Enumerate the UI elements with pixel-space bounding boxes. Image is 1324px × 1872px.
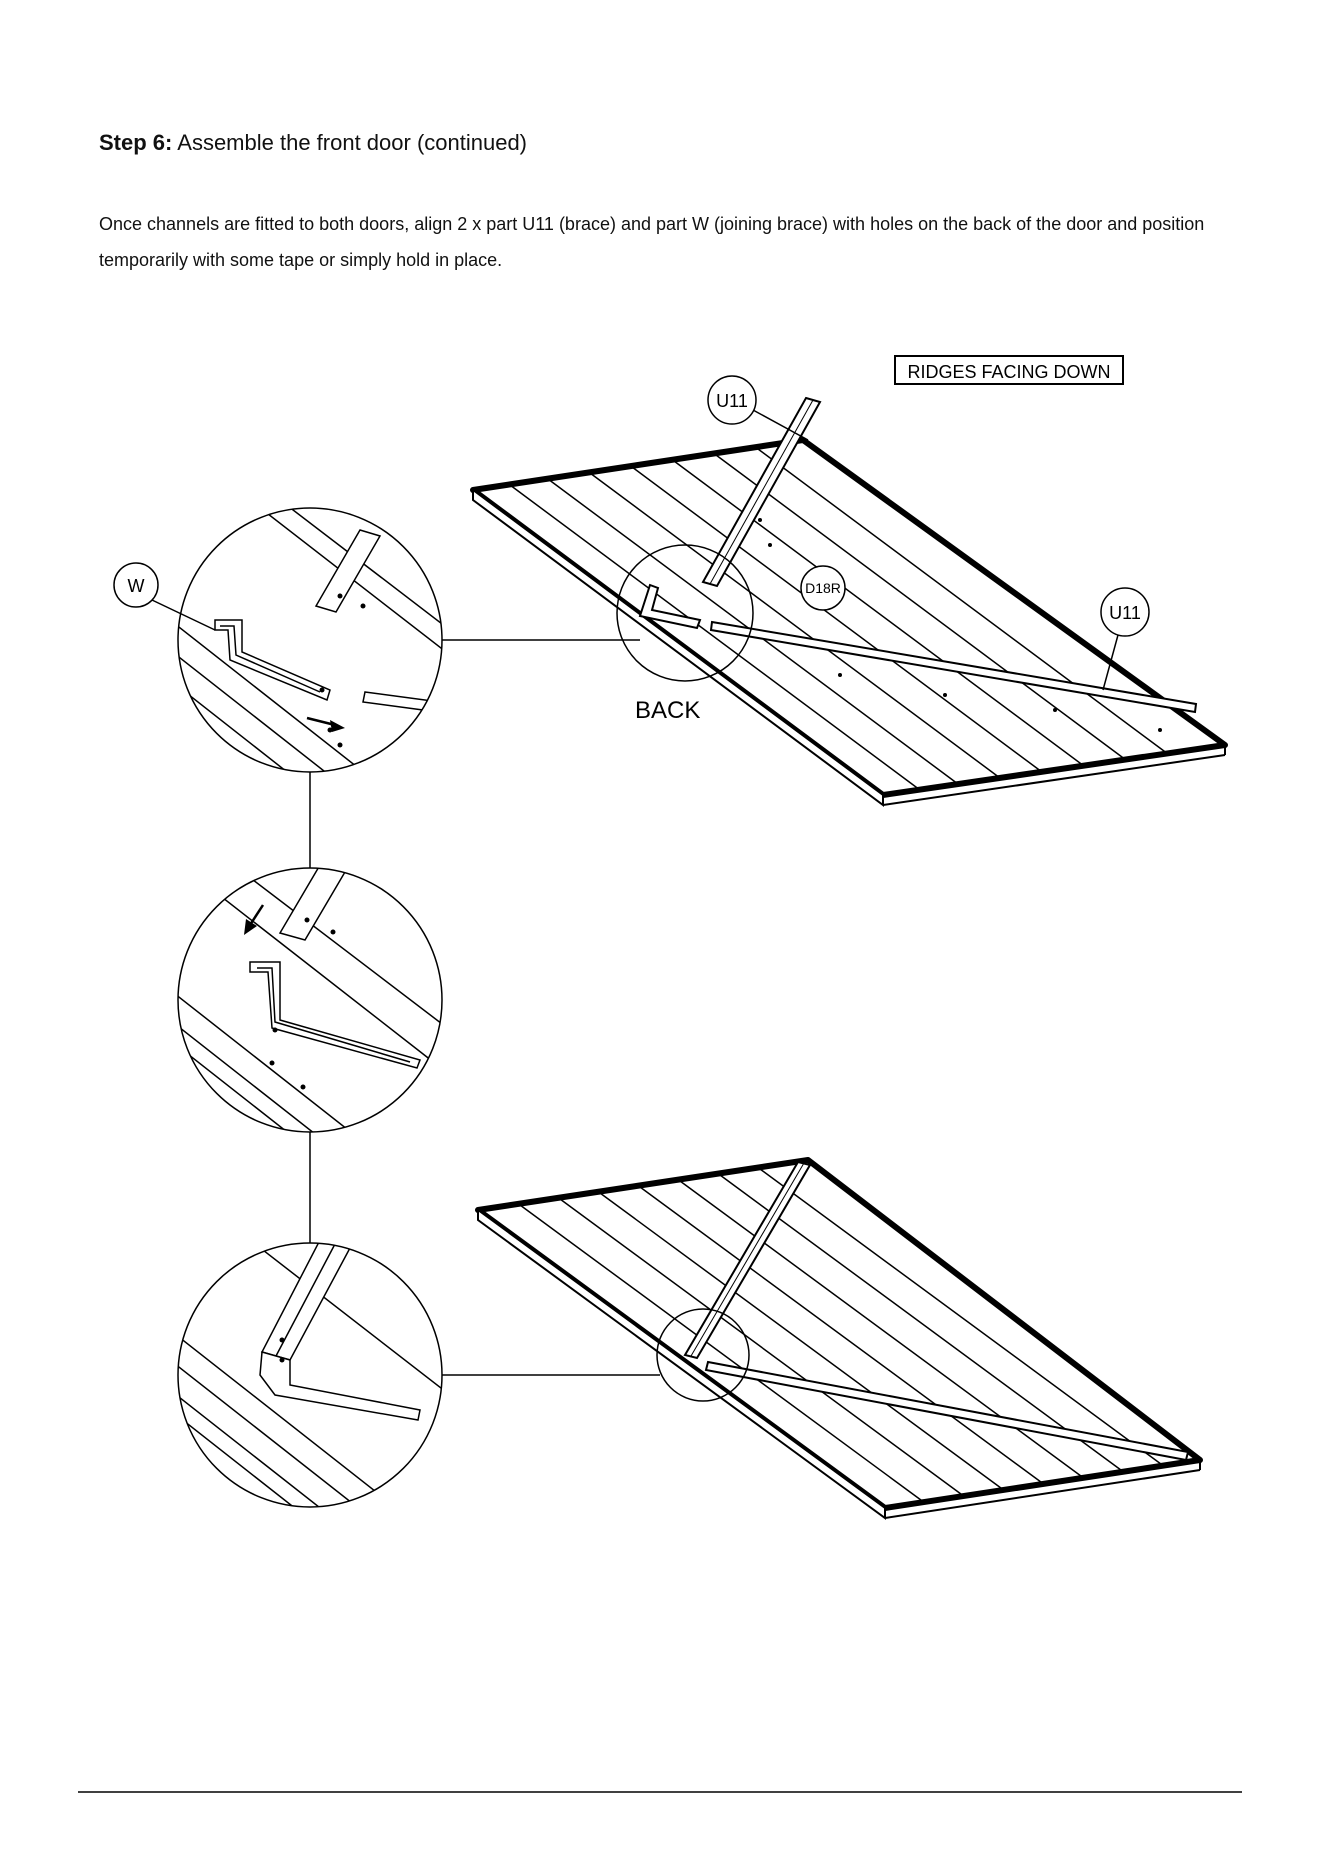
callout-u11-right-text: U11 [1109,603,1141,623]
callout-u11-top-text: U11 [716,391,748,411]
callout-w-text: W [128,576,145,596]
note-box-text: RIDGES FACING DOWN [907,362,1110,382]
detail-circle-1 [170,490,450,940]
callout-d18r-text: D18R [805,580,841,596]
detail-circle-3 [170,1240,450,1630]
door-panel-bottom [478,1160,1200,1518]
note-box: RIDGES FACING DOWN [895,356,1123,384]
callout-w: W [114,563,215,630]
callout-d18r: D18R [801,566,845,610]
back-label: BACK [635,697,700,724]
